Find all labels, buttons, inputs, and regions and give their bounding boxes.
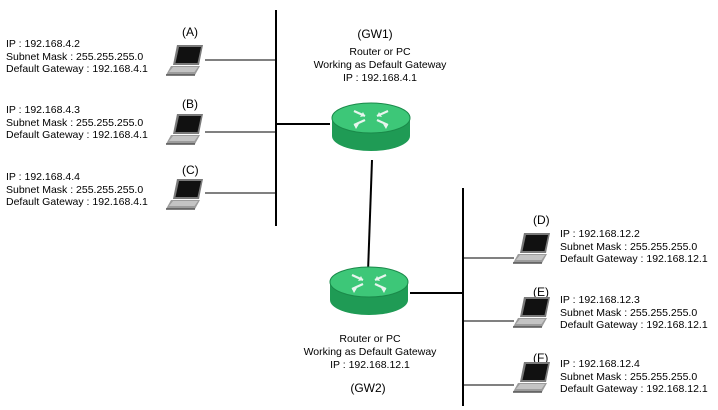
host-e-info: IP : 192.168.12.3 Subnet Mask : 255.255.…	[560, 294, 708, 332]
host-c-ip: IP : 192.168.4.4	[6, 171, 80, 183]
gw2-router-icon	[329, 266, 409, 315]
gw2-role: Router or PC	[339, 333, 401, 345]
host-a-gateway: Default Gateway : 192.168.4.1	[6, 63, 148, 76]
host-f-tag: (F)	[533, 351, 549, 365]
laptop-d-icon	[513, 233, 550, 264]
host-e-ip: IP : 192.168.12.3	[560, 294, 640, 306]
gw1-router-icon	[331, 102, 411, 151]
host-d-info: IP : 192.168.12.2 Subnet Mask : 255.255.…	[560, 228, 708, 266]
gw2-label: Router or PC Working as Default Gateway …	[270, 333, 470, 372]
host-f-gateway: Default Gateway : 192.168.12.1	[560, 383, 708, 396]
host-c-tag: (C)	[182, 163, 199, 177]
host-d-mask: Subnet Mask : 255.255.255.0	[560, 240, 698, 253]
host-e-tag: (E)	[533, 285, 549, 299]
host-c-info: IP : 192.168.4.4 Subnet Mask : 255.255.2…	[6, 171, 148, 209]
laptop-c-icon	[166, 179, 203, 210]
gw1-name: (GW1)	[357, 27, 393, 41]
gw2-ip: IP : 192.168.12.1	[330, 359, 410, 371]
host-d-gateway: Default Gateway : 192.168.12.1	[560, 253, 708, 266]
host-a-mask: Subnet Mask : 255.255.255.0	[6, 50, 144, 63]
host-c-mask: Subnet Mask : 255.255.255.0	[6, 183, 144, 196]
host-e-mask: Subnet Mask : 255.255.255.0	[560, 306, 698, 319]
host-f-info: IP : 192.168.12.4 Subnet Mask : 255.255.…	[560, 358, 708, 396]
gw1-ip: IP : 192.168.4.1	[343, 72, 417, 84]
host-b-tag: (B)	[182, 97, 198, 111]
laptop-f-icon	[513, 362, 550, 393]
host-a-ip: IP : 192.168.4.2	[6, 38, 80, 50]
gw1-label: Router or PC Working as Default Gateway …	[280, 46, 480, 85]
host-b-info: IP : 192.168.4.3 Subnet Mask : 255.255.2…	[6, 104, 148, 142]
host-b-ip: IP : 192.168.4.3	[6, 104, 80, 116]
laptop-a-icon	[166, 45, 203, 76]
host-b-mask: Subnet Mask : 255.255.255.0	[6, 116, 144, 129]
host-f-ip: IP : 192.168.12.4	[560, 358, 640, 370]
host-c-gateway: Default Gateway : 192.168.4.1	[6, 196, 148, 209]
gw1-role: Router or PC	[349, 46, 411, 58]
host-e-gateway: Default Gateway : 192.168.12.1	[560, 319, 708, 332]
host-d-tag: (D)	[533, 213, 550, 227]
gw1-description: Working as Default Gateway	[313, 59, 447, 71]
laptop-b-icon	[166, 114, 203, 145]
host-a-tag: (A)	[182, 25, 198, 39]
host-a-info: IP : 192.168.4.2 Subnet Mask : 255.255.2…	[6, 38, 148, 76]
wire-gw1-gw2	[367, 159, 373, 273]
host-d-ip: IP : 192.168.12.2	[560, 228, 640, 240]
laptop-e-icon	[513, 297, 550, 328]
host-f-mask: Subnet Mask : 255.255.255.0	[560, 370, 698, 383]
gw2-name: (GW2)	[350, 381, 386, 395]
gw2-description: Working as Default Gateway	[303, 346, 437, 358]
host-b-gateway: Default Gateway : 192.168.4.1	[6, 129, 148, 142]
